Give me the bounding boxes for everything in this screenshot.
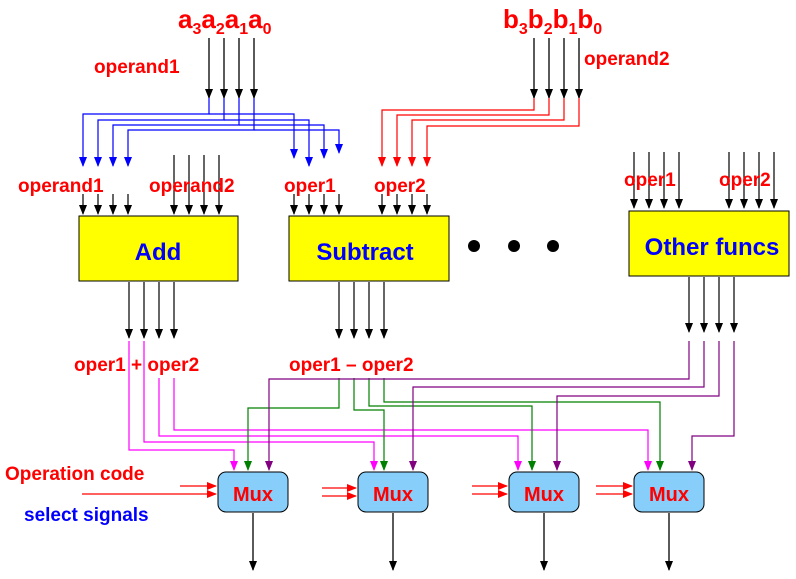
add-input2-label: operand2 (149, 176, 235, 197)
add-input1-label: operand1 (18, 176, 104, 197)
sub-oper1-inputs (290, 194, 343, 215)
add-result-routing (128, 341, 652, 471)
sub-outputs (335, 282, 388, 339)
sub-input2-label: oper2 (374, 176, 426, 197)
mux-1-label: Mux (373, 484, 413, 506)
mux-2: Mux (508, 471, 580, 513)
sub-input1-label: oper1 (284, 176, 336, 197)
add-output-label: oper1 + oper2 (74, 355, 199, 376)
sub-oper2-inputs (378, 194, 431, 215)
mux-3-label: Mux (649, 484, 689, 506)
other-funcs-block: Other funcs (628, 210, 790, 277)
select-signal-arrows (82, 482, 633, 500)
input-a-bus (205, 38, 258, 99)
subtract-block: Subtract (288, 215, 450, 282)
add-operand2-inputs (170, 155, 223, 215)
other-outputs (685, 277, 738, 333)
add-block: Add (78, 215, 239, 282)
other-input2-label: oper2 (719, 170, 771, 191)
operand2-routing (378, 98, 580, 167)
opcode-label: Operation code (5, 464, 144, 485)
mux-3: Mux (633, 471, 705, 513)
other-result-routing (265, 341, 735, 471)
operand1-routing (79, 98, 343, 167)
mux-0: Mux (217, 471, 289, 513)
operand1-top-label: operand1 (94, 57, 180, 78)
ellipsis-dots (468, 240, 559, 252)
add-operand1-inputs (79, 194, 132, 215)
mux-2-label: Mux (524, 484, 564, 506)
mux-outputs (249, 513, 673, 571)
input-a-label: a3a2a1a0 (178, 4, 272, 38)
other-input1-label: oper1 (624, 170, 676, 191)
input-b-bus (530, 38, 583, 99)
subtract-block-label: Subtract (316, 239, 413, 266)
other-oper1-inputs (630, 152, 683, 209)
operand2-top-label: operand2 (584, 49, 670, 70)
sub-result-routing (244, 378, 664, 471)
other-funcs-block-label: Other funcs (645, 234, 780, 261)
mux-0-label: Mux (233, 484, 273, 506)
mux-1: Mux (357, 471, 429, 513)
sub-output-label: oper1 – oper2 (289, 355, 414, 376)
add-outputs (125, 282, 178, 339)
other-oper2-inputs (725, 152, 778, 209)
input-b-label: b3b2b1b0 (503, 4, 602, 38)
add-block-label: Add (135, 239, 182, 266)
select-signals-label: select signals (24, 505, 149, 526)
